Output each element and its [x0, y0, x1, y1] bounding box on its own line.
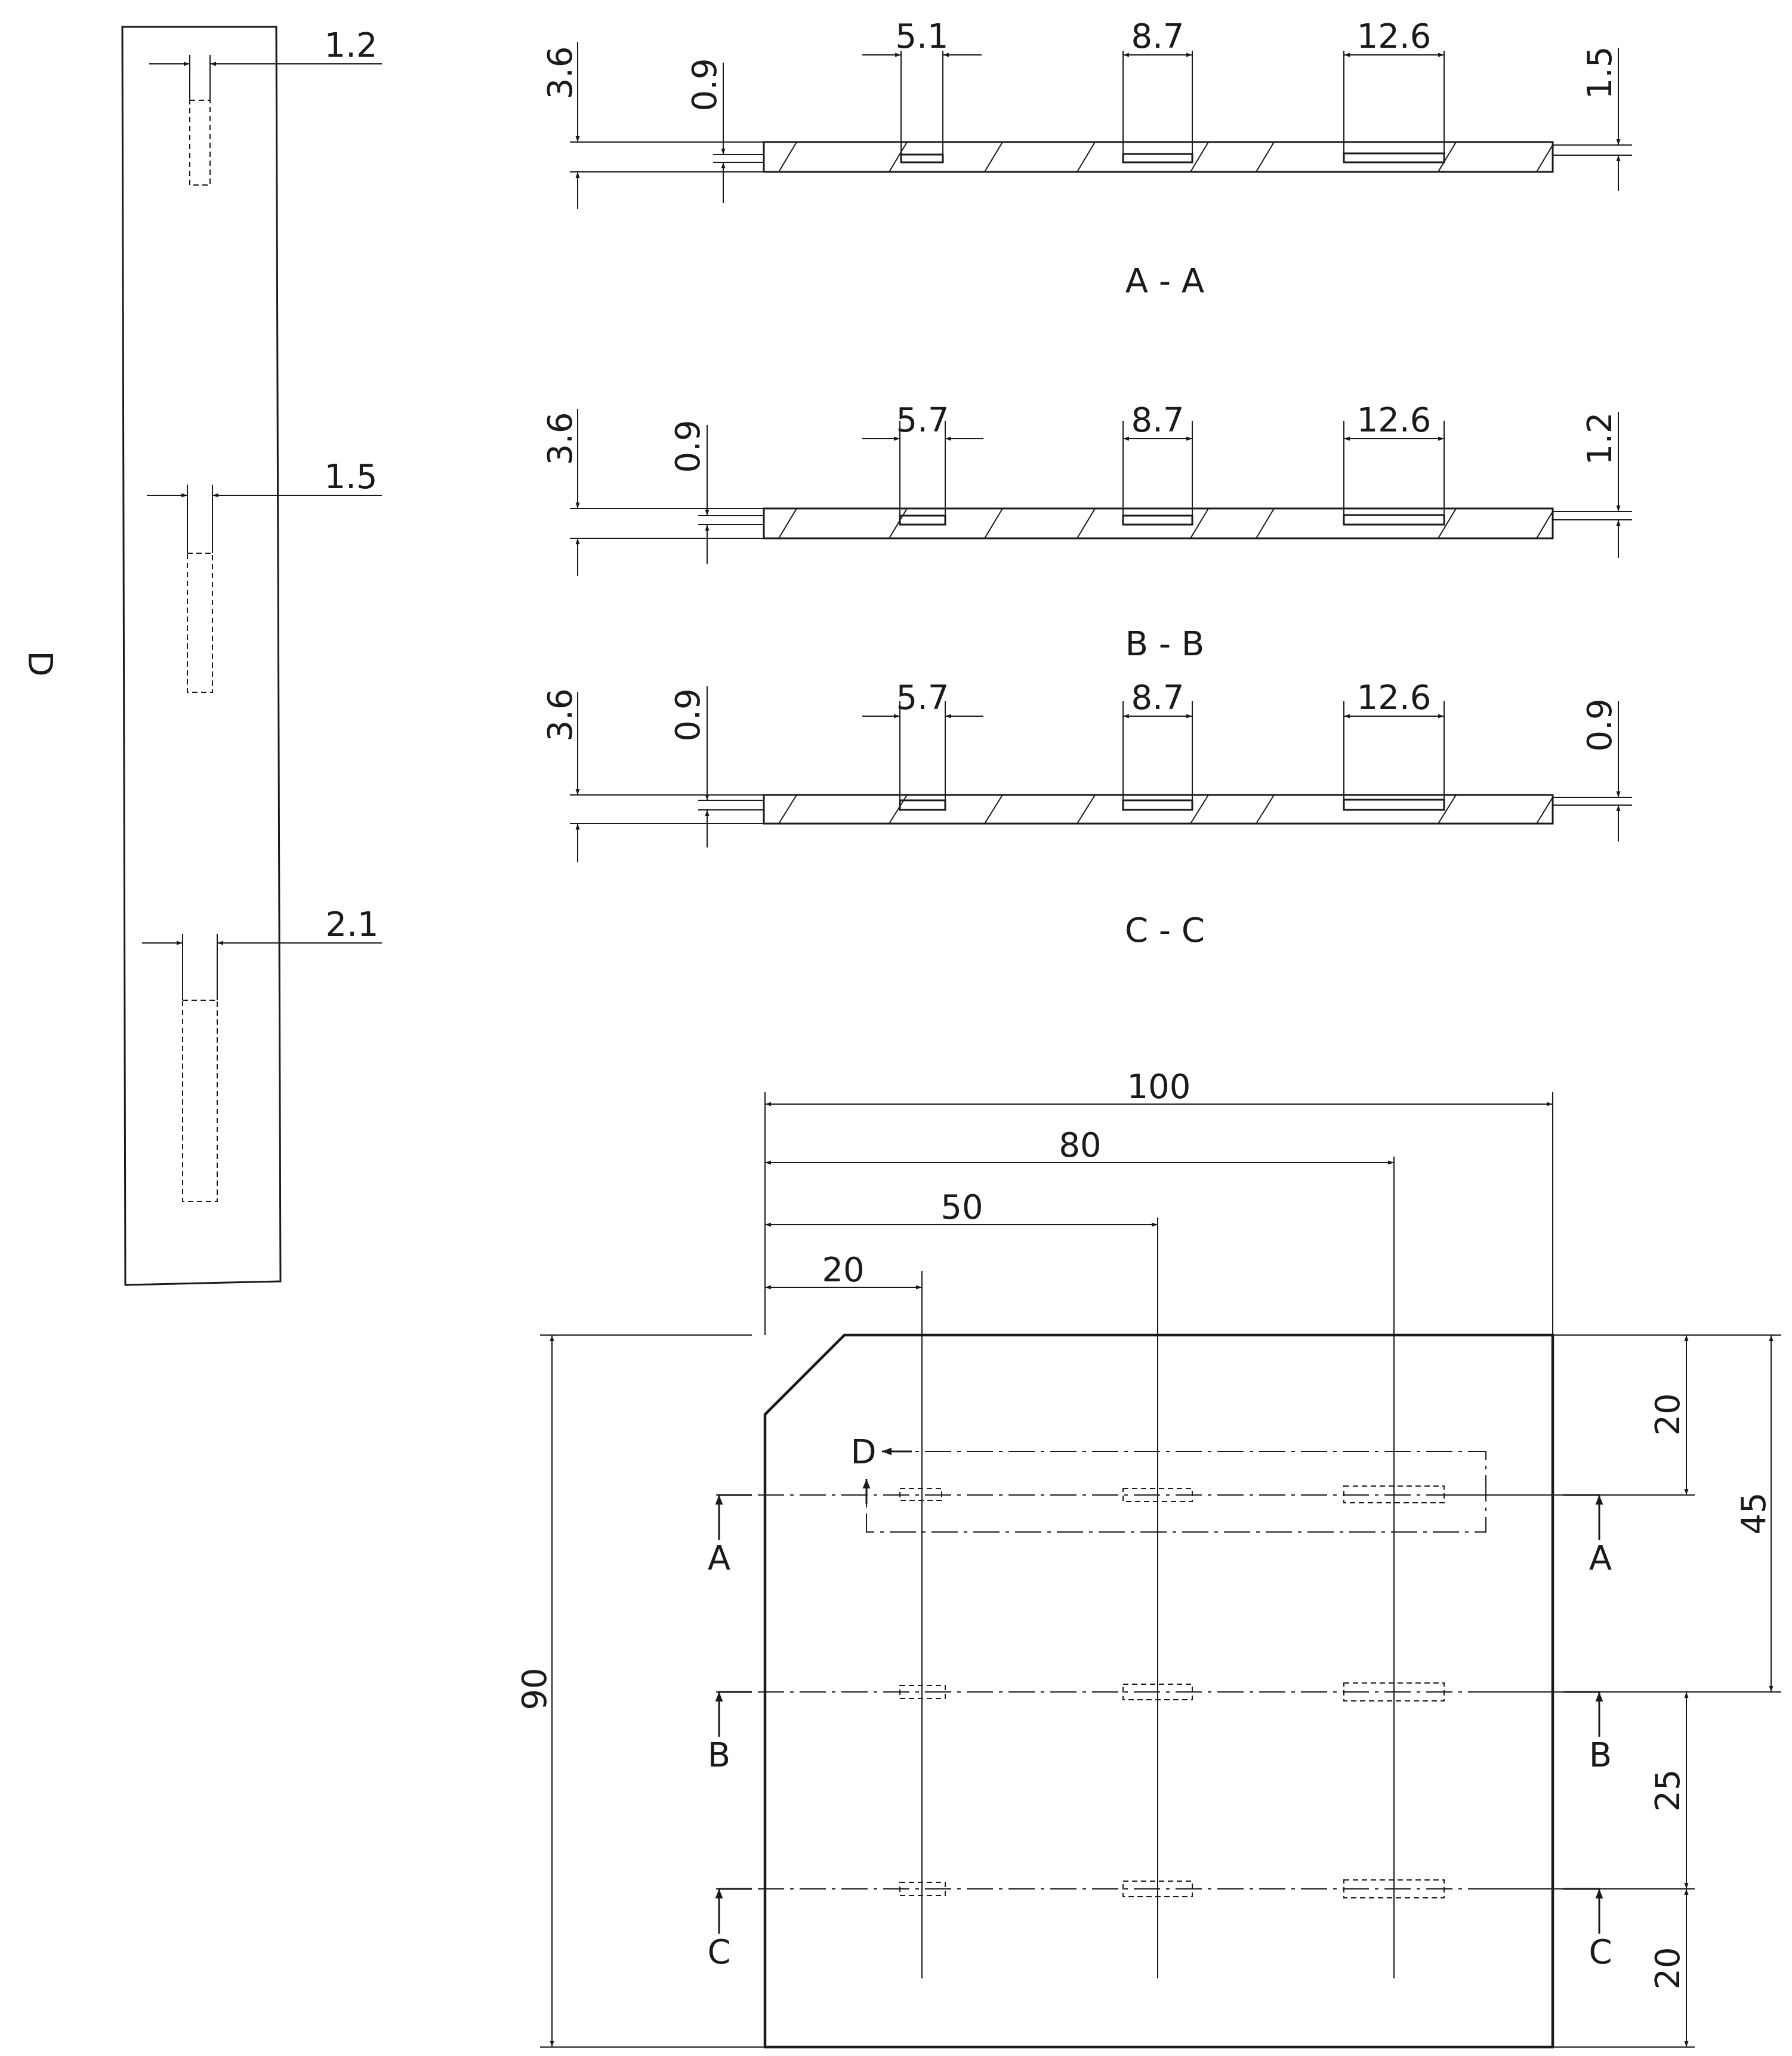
section-aa-slot-length-2: 8.7 [1131, 17, 1184, 56]
section-cc: 5.7 8.7 12.6 3.6 0.9 0.9 C - C [541, 679, 1632, 950]
view-d: D 1.2 1.5 2.1 [20, 26, 382, 1286]
section-cc-height: 3.6 [541, 688, 580, 741]
section-aa-right-dim: 1.5 [1581, 46, 1620, 99]
plan-right-45: 45 [1735, 1492, 1774, 1534]
plate-outline [763, 1333, 1554, 2049]
section-b-marker-left [718, 1691, 752, 1728]
section-cc-slot-length-2: 8.7 [1131, 679, 1184, 717]
section-aa-depth: 0.9 [686, 58, 724, 111]
plan-width-50: 50 [940, 1188, 983, 1227]
section-bb-hatch [778, 508, 1553, 539]
section-cc-title: C - C [1125, 911, 1205, 950]
section-aa-slot-length-3: 12.6 [1357, 17, 1432, 56]
section-b-label-left: B [708, 1736, 730, 1775]
plan-height-90: 90 [516, 1667, 554, 1710]
view-d-slot-2: 1.5 [147, 458, 382, 693]
view-d-slot-1: 1.2 [149, 26, 382, 186]
section-bb-height: 3.6 [541, 412, 580, 465]
view-d-slot-width-1: 1.2 [324, 26, 377, 65]
section-cc-right-dim: 0.9 [1581, 698, 1620, 751]
section-aa-height: 3.6 [541, 46, 580, 99]
view-d-boundary [866, 1451, 1486, 1533]
view-d-marker-label: D [850, 1433, 876, 1472]
section-aa: 5.1 8.7 12.6 3.6 0.9 1.5 A - A [541, 17, 1632, 301]
section-bb-right-dim: 1.2 [1581, 412, 1620, 465]
plan-width-80: 80 [1059, 1126, 1101, 1165]
section-a-label-right: A [1589, 1539, 1612, 1578]
section-aa-hatch [778, 141, 1553, 172]
plan-width-100: 100 [1127, 1068, 1191, 1106]
plan-right-20-bottom: 20 [1649, 1947, 1688, 1989]
view-d-slot-width-3: 2.1 [325, 905, 378, 944]
section-b-label-right: B [1589, 1736, 1612, 1775]
section-c-marker-right [1563, 1888, 1600, 1925]
section-bb-slot-length-3: 12.6 [1357, 401, 1432, 440]
section-c-label-right: C [1589, 1933, 1612, 1972]
section-c-label-left: C [707, 1933, 730, 1972]
plan-right-25: 25 [1649, 1769, 1688, 1811]
plan-right-20-top: 20 [1649, 1393, 1688, 1435]
plan-width-20: 20 [822, 1251, 864, 1290]
view-d-slot-3: 2.1 [142, 905, 382, 1202]
section-aa-slot-length-1: 5.1 [895, 17, 948, 56]
section-bb: 5.7 8.7 12.6 3.6 0.9 1.2 B - B [541, 401, 1632, 664]
section-a-marker-right [1563, 1494, 1600, 1531]
view-d-slot-width-2: 1.5 [324, 458, 377, 497]
section-bb-title: B - B [1125, 625, 1205, 664]
section-a-marker-left [718, 1494, 752, 1531]
section-bb-depth: 0.9 [669, 420, 708, 473]
section-cc-slot-length-1: 5.7 [896, 679, 949, 717]
section-b-marker-right [1563, 1691, 1600, 1728]
section-bb-slot-length-2: 8.7 [1131, 401, 1184, 440]
view-d-outline [121, 26, 282, 1286]
plan-view: 100 80 50 20 90 20 45 25 20 [516, 1068, 1781, 2049]
section-cc-slot-length-3: 12.6 [1357, 679, 1432, 717]
section-cc-depth: 0.9 [669, 688, 708, 741]
section-a-label-left: A [708, 1539, 730, 1578]
section-c-marker-left [718, 1888, 752, 1925]
section-aa-title: A - A [1125, 262, 1204, 301]
section-bb-slot-length-1: 5.7 [896, 401, 949, 440]
view-d-title: D [20, 651, 59, 676]
